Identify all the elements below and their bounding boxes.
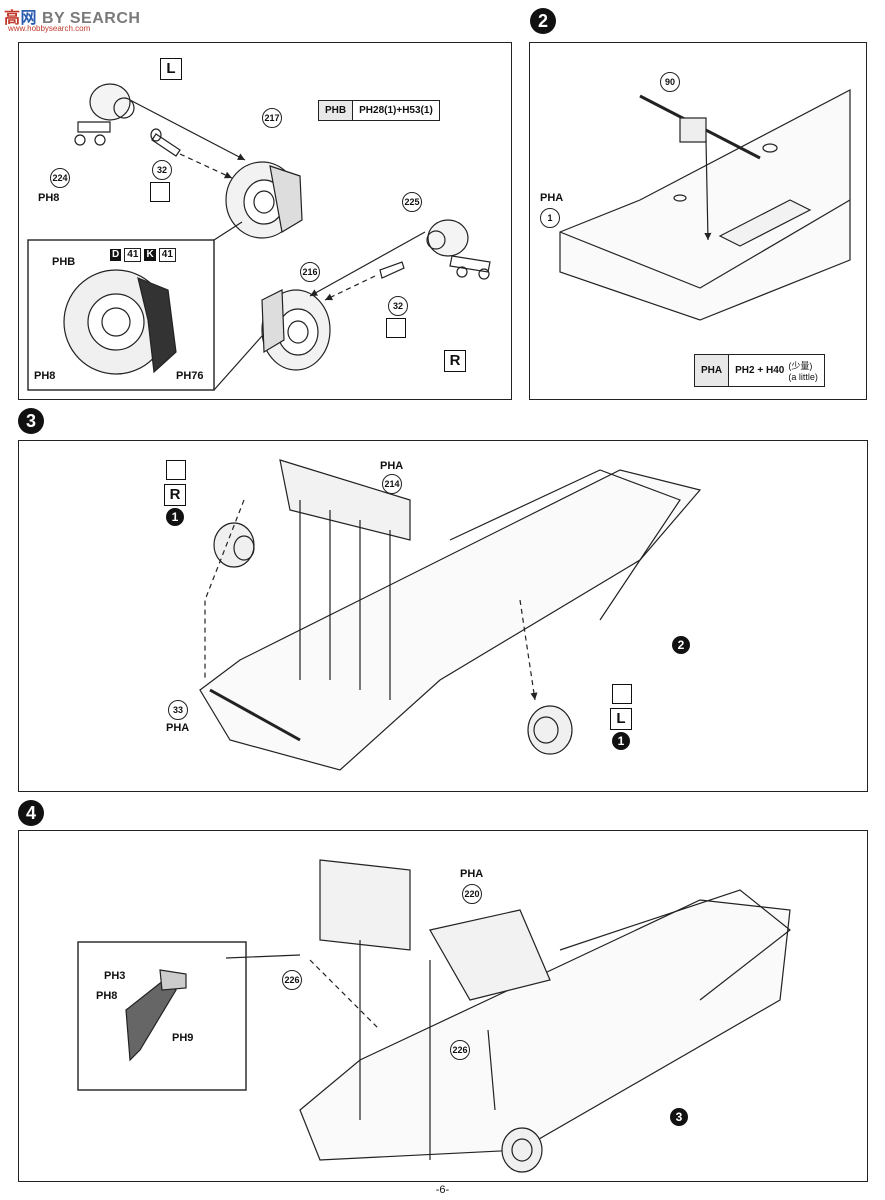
- step4-inset-code-1: PH3: [104, 970, 126, 982]
- detail-code-top: PHB: [52, 256, 76, 268]
- decal-callout: D 41 K 41: [110, 248, 176, 262]
- detail-code-right: PH76: [176, 370, 204, 382]
- decal-num-2: 41: [158, 248, 176, 262]
- decal-letter-d: D: [110, 249, 122, 261]
- no-cement-icon-c: [166, 460, 186, 480]
- no-cement-icon-a: [150, 182, 170, 202]
- step2-number: 2: [530, 8, 556, 34]
- part-217: 217: [262, 108, 282, 128]
- step1-rotor-217: [225, 161, 303, 239]
- part-32-a: 32: [152, 160, 172, 180]
- step1-rotor-216: [261, 289, 331, 371]
- code-224: PH8: [38, 192, 60, 204]
- part-226-b: 226: [450, 1040, 470, 1060]
- step2-chassis-drawing: [559, 89, 851, 321]
- part-1: 1: [540, 208, 560, 228]
- right-side-label: R: [444, 350, 466, 372]
- no-cement-icon-d: [612, 684, 632, 704]
- step4-chassis-drawing: [77, 859, 791, 1173]
- page-number: -6-: [435, 1184, 450, 1196]
- step3-left-label: L: [610, 708, 632, 730]
- part-216: 216: [300, 262, 320, 282]
- step4-number: 4: [18, 800, 44, 826]
- step2-recipe-text: PH2 + H40: [735, 365, 785, 376]
- step2-note-en: (a little): [788, 372, 818, 382]
- part-214: 214: [382, 474, 402, 494]
- part-220: 220: [462, 884, 482, 904]
- left-side-label: L: [160, 58, 182, 80]
- step3-chassis-drawing: [199, 459, 702, 771]
- no-cement-icon-b: [386, 318, 406, 338]
- step2-paint-box: PHA PH2 + H40 (少量) (a little): [694, 354, 825, 387]
- step4-inset-code-2: PH8: [96, 990, 118, 1002]
- step2-code-part1: PHA: [540, 192, 564, 204]
- watermark-url: www.hobbysearch.com: [8, 24, 91, 33]
- step3-right-label: R: [164, 484, 186, 506]
- part-32-b: 32: [388, 296, 408, 316]
- step1-paint-code: PHB: [319, 101, 354, 120]
- step1-detail-inset: [27, 239, 215, 391]
- step3-ref-1-b: 1: [612, 732, 630, 750]
- step3-number: 3: [18, 408, 44, 434]
- step1-pin-b: [379, 261, 405, 279]
- step1-paint-box: PHB PH28(1)+H53(1): [318, 100, 440, 121]
- step4-ref-3: 3: [670, 1108, 688, 1126]
- step3-panel: [18, 440, 868, 792]
- step4-code-main: PHA: [460, 868, 484, 880]
- part-224: 224: [50, 168, 70, 188]
- step2-paint-recipe: PH2 + H40 (少量) (a little): [729, 355, 824, 386]
- part-225: 225: [402, 192, 422, 212]
- step3-ref-1-a: 1: [166, 508, 184, 526]
- part-226-a: 226: [282, 970, 302, 990]
- step1-paint-recipe: PH28(1)+H53(1): [359, 105, 433, 116]
- watermark: 高网 BY SEARCH: [4, 10, 141, 27]
- detail-code-left: PH8: [34, 370, 56, 382]
- step1-pin-a: [151, 133, 181, 157]
- step2-note-cn: (少量): [788, 361, 813, 371]
- step2-paint-code: PHA: [695, 355, 730, 386]
- part-33: 33: [168, 700, 188, 720]
- step3-code-a: PHA: [380, 460, 404, 472]
- step4-inset-code-3: PH9: [172, 1032, 194, 1044]
- step1-right-knuckle-drawing: [426, 219, 491, 280]
- step3-ref-2: 2: [672, 636, 690, 654]
- decal-letter-k: K: [144, 249, 156, 261]
- decal-num-1: 41: [124, 248, 142, 262]
- part-90: 90: [660, 72, 680, 92]
- step3-code-b: PHA: [166, 722, 190, 734]
- step1-left-knuckle-drawing: [74, 83, 135, 146]
